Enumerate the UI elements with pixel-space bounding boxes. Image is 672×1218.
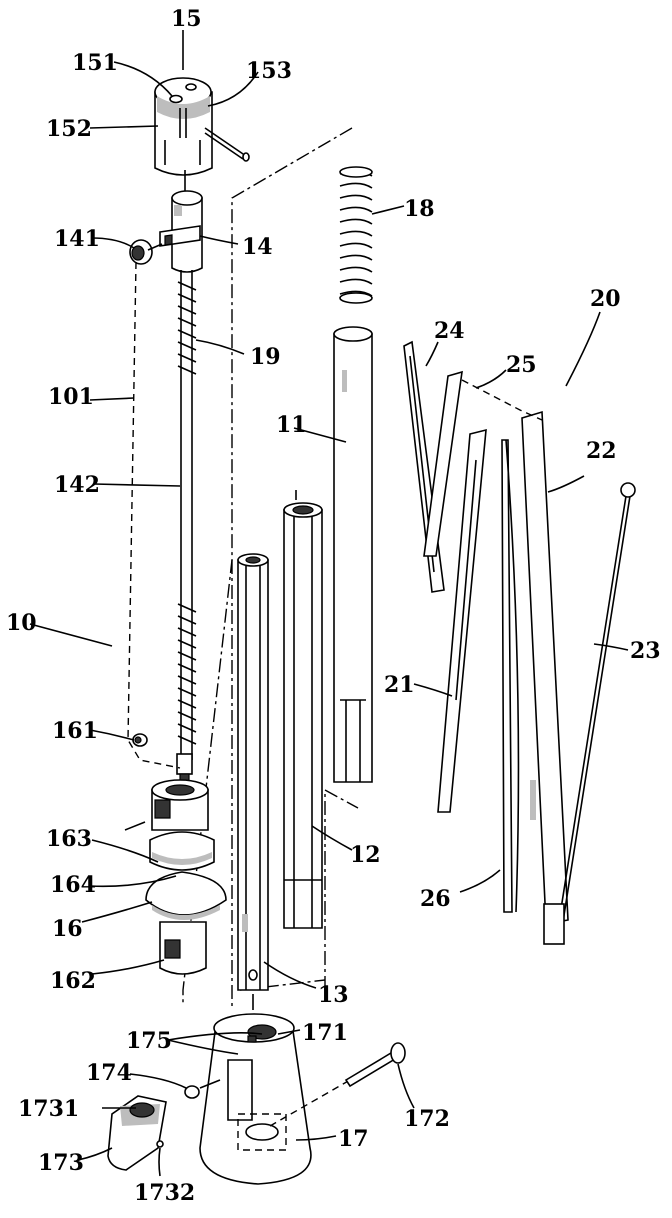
label-174: 174 xyxy=(86,1060,132,1086)
cap-part-15 xyxy=(154,77,250,176)
label-153: 153 xyxy=(246,58,292,84)
label-161: 161 xyxy=(52,718,98,744)
tube-part-12 xyxy=(283,490,323,929)
label-175: 175 xyxy=(126,1028,172,1054)
label-14: 14 xyxy=(242,234,273,260)
label-16: 16 xyxy=(52,916,83,942)
label-23: 23 xyxy=(630,638,661,664)
spring-rod-142 xyxy=(176,270,197,783)
label-151: 151 xyxy=(72,50,118,76)
label-22: 22 xyxy=(586,438,617,464)
label-17: 17 xyxy=(338,1126,369,1152)
tube-part-11 xyxy=(333,326,373,783)
label-163: 163 xyxy=(46,826,92,852)
label-152: 152 xyxy=(46,116,92,142)
label-21: 21 xyxy=(384,672,415,698)
label-20: 20 xyxy=(590,286,621,312)
label-13: 13 xyxy=(318,982,349,1008)
collar-part-16 xyxy=(124,779,227,975)
assembly-axis-lines xyxy=(182,127,359,1010)
label-26: 26 xyxy=(420,886,451,912)
label-10: 10 xyxy=(6,610,37,636)
base-part-17 xyxy=(107,1013,406,1185)
label-11: 11 xyxy=(276,412,307,438)
label-15: 15 xyxy=(171,6,202,32)
label-141: 141 xyxy=(54,226,100,252)
label-164: 164 xyxy=(50,872,96,898)
label-173: 173 xyxy=(38,1150,84,1176)
label-19: 19 xyxy=(250,344,281,370)
label-25: 25 xyxy=(506,352,537,378)
label-172: 172 xyxy=(404,1106,450,1132)
label-18: 18 xyxy=(404,196,435,222)
spring-part-18 xyxy=(339,166,373,304)
tube-part-13 xyxy=(237,553,269,1010)
cable-line-101 xyxy=(127,261,181,769)
part-labels: 15 151 153 152 18 141 14 20 24 19 25 101… xyxy=(6,6,661,1206)
label-12: 12 xyxy=(350,842,381,868)
leader-lines xyxy=(29,30,629,1177)
label-162: 162 xyxy=(50,968,96,994)
label-24: 24 xyxy=(434,318,465,344)
label-1731: 1731 xyxy=(18,1096,79,1122)
linkage-assembly-20 xyxy=(403,340,636,945)
block-part-14 xyxy=(129,170,203,273)
label-101: 101 xyxy=(48,384,94,410)
label-142: 142 xyxy=(54,472,100,498)
label-171: 171 xyxy=(302,1020,348,1046)
label-1732: 1732 xyxy=(134,1180,195,1206)
